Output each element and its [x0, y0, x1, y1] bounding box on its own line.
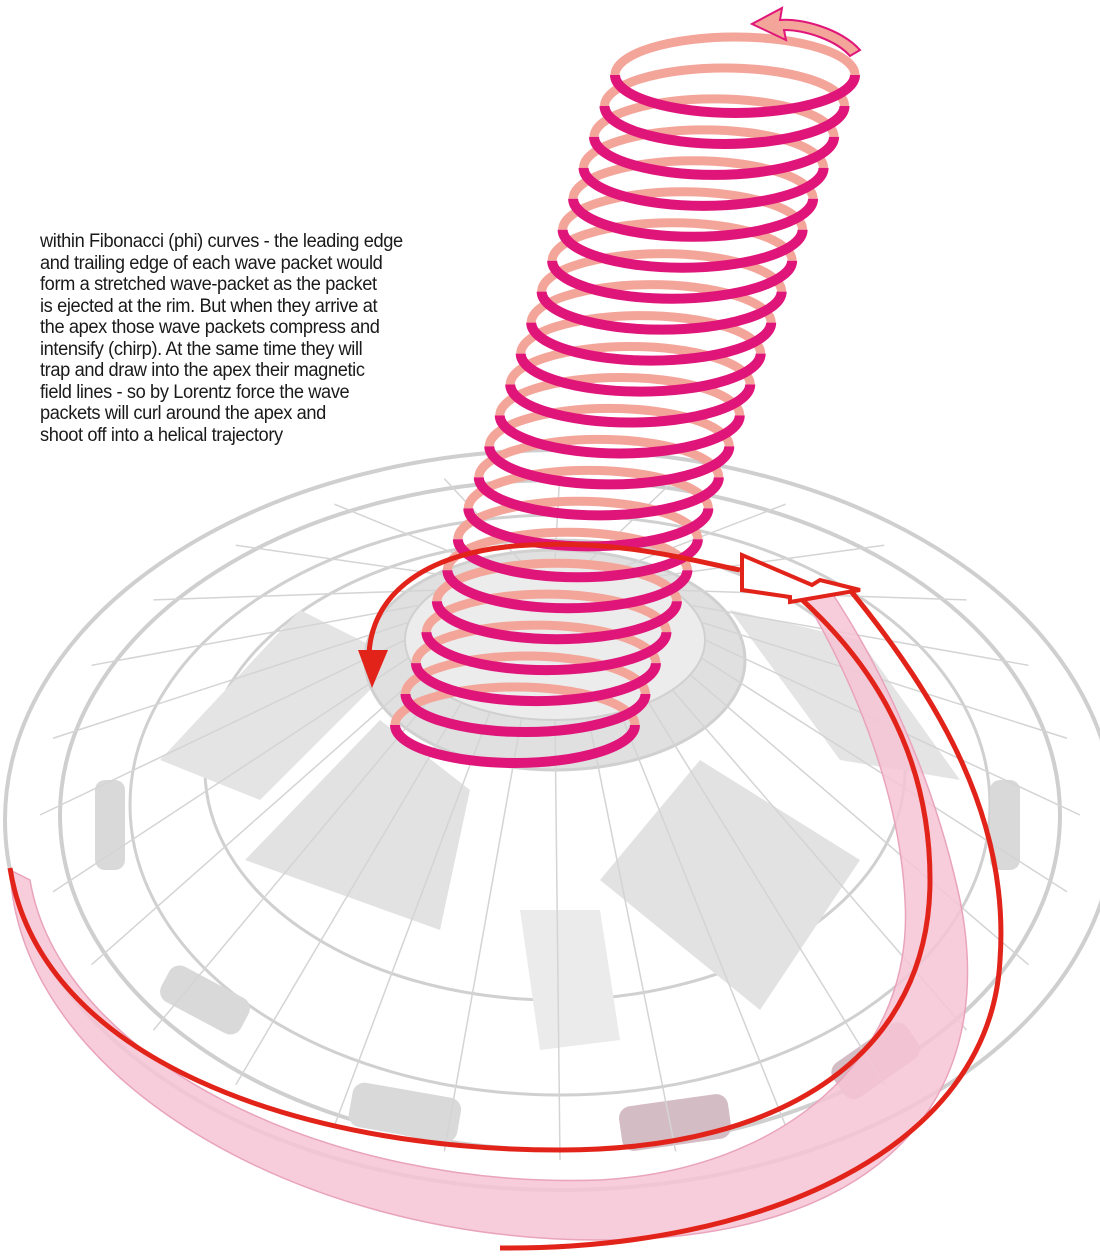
helix-turn-front	[547, 260, 798, 304]
flow-upper-curve	[499, 588, 1004, 1251]
flow-spiral-curve	[7, 563, 933, 1153]
helix-turn-front	[473, 476, 724, 521]
helix-turn-front	[421, 631, 672, 676]
disk-radial-line	[689, 674, 1029, 966]
helix-turn-back	[610, 32, 860, 76]
helix-turn-front	[526, 322, 777, 366]
helix-turn-front	[610, 74, 860, 118]
helix-turn-front	[494, 414, 745, 459]
helix-turn-front	[505, 384, 756, 428]
disk-radial-line	[647, 702, 885, 1086]
disk-radial-line	[443, 717, 523, 1152]
curved-arrow-icon	[749, 6, 862, 58]
caption-line: and trailing edge of each wave packet wo…	[40, 252, 383, 274]
caption-line: form a stretched wave-packet as the pack…	[40, 274, 377, 295]
helix-turn-front	[557, 229, 808, 273]
flow-hub-curve	[366, 541, 741, 676]
disk-panel-bottom	[520, 910, 620, 1050]
caption-line: packets will curl around the apex and	[40, 403, 326, 424]
disk-radial-line	[152, 689, 439, 1031]
helix-turn-front	[442, 569, 693, 614]
disk-radial-line	[554, 719, 561, 1161]
caption-line: the apex those wave packets compress and	[40, 317, 380, 338]
caption-line: field lines - so by Lorentz force the wa…	[40, 381, 350, 403]
disk-slot	[160, 965, 250, 1035]
disk-slot	[348, 1082, 462, 1143]
disk-radial-line	[91, 604, 420, 667]
helix-turn-front	[410, 662, 661, 707]
disk-radial-line	[619, 711, 787, 1127]
caption-text: within Fibonacci (phi) curves - the lead…	[40, 231, 491, 446]
caption-line: is ejected at the rim. But when they arr…	[40, 295, 378, 317]
disk-radial-line	[52, 621, 409, 739]
caption-line: shoot off into a helical trajectory	[40, 424, 283, 446]
caption-line: within Fibonacci (phi) curves - the lead…	[40, 231, 403, 252]
disk-radial-line	[90, 674, 421, 966]
helix-coil	[390, 32, 860, 768]
disk-panel-upper-left	[160, 610, 400, 800]
helix-turn-front	[578, 167, 829, 211]
disk-radial-line	[235, 702, 463, 1086]
helix-turn-front	[599, 105, 850, 149]
helix-turn-front	[589, 136, 840, 180]
helix-turn-front	[536, 291, 787, 335]
disk-panel-left	[245, 720, 470, 930]
disk-radial-line	[587, 717, 677, 1152]
helix-turn-front	[568, 198, 819, 242]
helix-turn-front	[431, 600, 682, 645]
disk-radial-line	[52, 657, 410, 893]
arrowhead-icon	[358, 650, 388, 688]
helix-turn-front	[390, 724, 640, 768]
caption-line: trap and draw into the apex their magnet…	[40, 360, 365, 381]
helix-turn-front	[515, 353, 766, 397]
disk-slot	[95, 780, 125, 870]
arrowhead-icon	[740, 551, 861, 605]
disk-radial-line	[619, 503, 786, 569]
disk-radial-line	[153, 589, 438, 601]
disk-radial-line	[333, 711, 491, 1127]
caption-line: intensify (chirp). At the same time they…	[40, 338, 363, 360]
disk-radial-line	[39, 639, 406, 816]
disk-radial-line	[701, 621, 1068, 739]
disk-radial-line	[690, 604, 1029, 667]
helix-turn-front	[400, 693, 651, 738]
helix-turn-front	[484, 445, 735, 490]
